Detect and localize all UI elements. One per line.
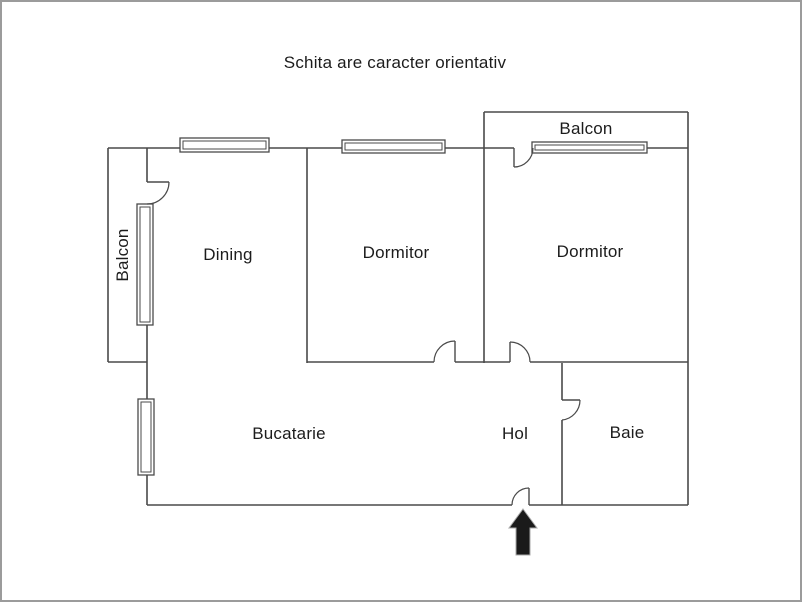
door-baie-swing-arc [561, 399, 581, 421]
window [136, 203, 154, 326]
door-entrance-swing-arc [511, 487, 530, 506]
window-inner-pane [140, 401, 152, 473]
room-label-dormitor-right: Dormitor [556, 242, 624, 261]
disclaimer-title: Schita are caracter orientativ [283, 53, 507, 72]
window-inner-pane [534, 144, 645, 151]
door-balcon-right-swing-arc [513, 147, 534, 168]
room-label-balcon-right: Balcon [559, 119, 613, 138]
window-inner-pane [139, 206, 151, 323]
room-label-bucatarie: Bucatarie [252, 424, 326, 443]
door-dormitor-right-swing-arc [509, 341, 531, 363]
room-label-dining: Dining [203, 245, 253, 264]
door-dining-balcon-swing-arc [146, 181, 170, 205]
room-label-baie: Baie [609, 423, 645, 442]
window-inner-pane [344, 142, 443, 151]
room-label-hol: Hol [501, 424, 529, 443]
window [341, 139, 446, 154]
window [137, 398, 155, 476]
window-inner-pane [182, 140, 267, 150]
window [179, 137, 270, 153]
room-label-dormitor-mid: Dormitor [362, 243, 430, 262]
entrance-arrow-icon [508, 508, 538, 556]
window [531, 141, 648, 154]
room-label-balcon-left: Balcon [113, 228, 132, 282]
door-dormitor-mid-swing-arc [433, 340, 456, 363]
